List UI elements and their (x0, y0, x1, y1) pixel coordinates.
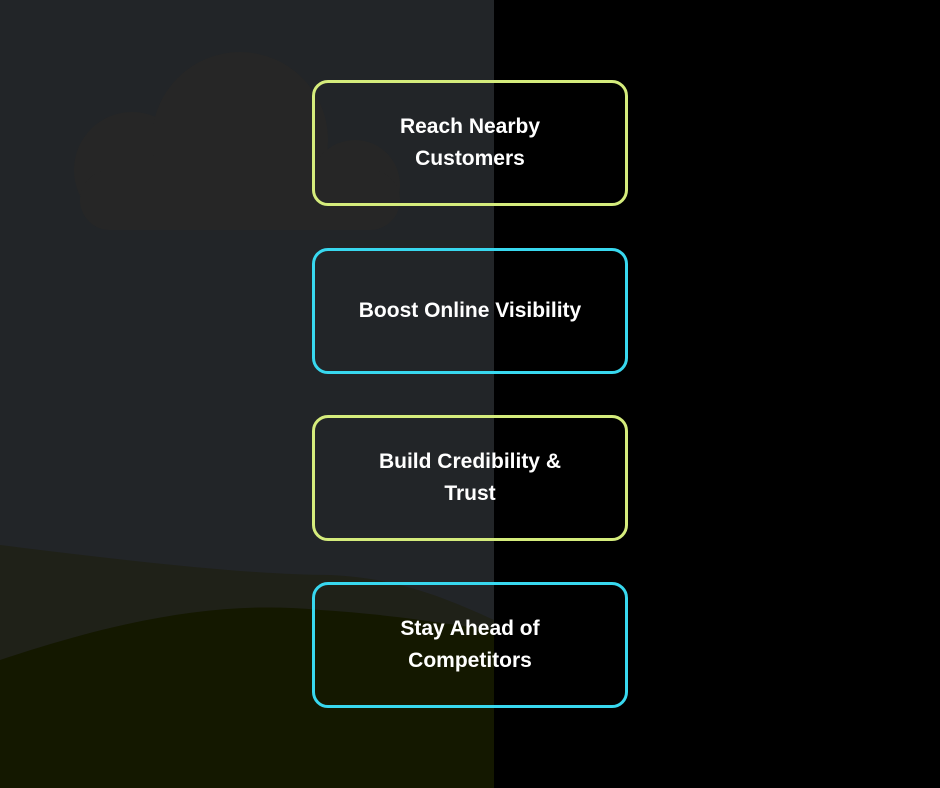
card-boost-online-visibility: Boost Online Visibility (312, 248, 628, 374)
cloud-icon (74, 52, 400, 230)
card-label: Build Credibility & Trust (378, 450, 561, 505)
right-background-panel (494, 0, 940, 788)
front-hill (0, 607, 494, 788)
card-label: Reach Nearby Customers (399, 115, 541, 170)
card-label: Stay Ahead of Competitors (400, 617, 540, 672)
left-background-panel (0, 0, 494, 788)
card-label: Boost Online Visibility (358, 299, 582, 322)
card-build-credibility-trust: Build Credibility & Trust (312, 415, 628, 541)
landscape-illustration (0, 52, 494, 788)
card-stay-ahead-of-competitors: Stay Ahead of Competitors (312, 582, 628, 708)
card-reach-nearby-customers: Reach Nearby Customers (312, 80, 628, 206)
